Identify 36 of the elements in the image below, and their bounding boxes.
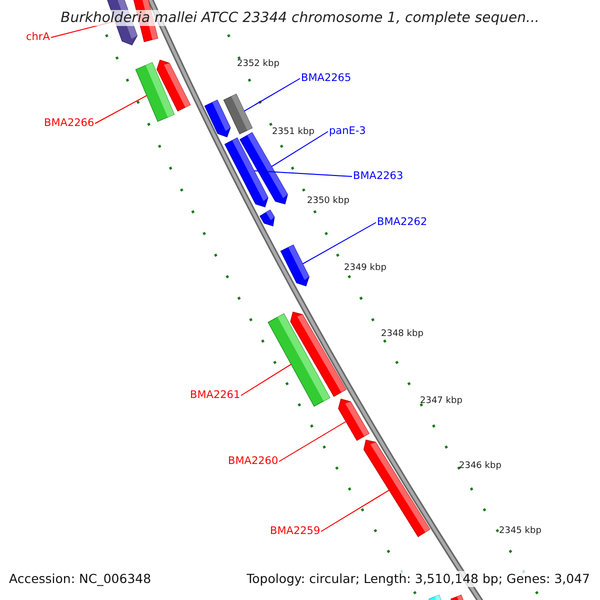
scale-label: 2349 kbp [344, 262, 386, 275]
leader-line [240, 364, 292, 396]
scale-label: 2345 kbp [499, 525, 542, 538]
gene-label: BMA2266 [44, 117, 94, 130]
accession-text: Accession: NC_006348 [9, 571, 152, 587]
leader-line [278, 421, 346, 462]
gene-block [204, 100, 231, 138]
gene-label: BMA2260 [228, 455, 278, 468]
gene-label: BMA2261 [190, 389, 240, 402]
scale-label: 2347 kbp [420, 395, 462, 408]
leader-line [244, 78, 300, 112]
leader-line [94, 95, 148, 124]
gene-block [156, 60, 191, 112]
gene-label: BMA2265 [301, 72, 352, 85]
gene-label: chrA [26, 31, 50, 44]
scale-label: 2351 kbp [272, 126, 314, 139]
leader-line [320, 490, 390, 532]
gene-label: panE-3 [329, 125, 366, 138]
gene-block [280, 244, 310, 286]
gene-label: BMA2263 [353, 170, 404, 183]
scale-label: 2346 kbp [459, 460, 502, 473]
gene-block [224, 137, 268, 208]
leader-line [302, 222, 376, 264]
scale-label: 2350 kbp [307, 195, 350, 208]
gene-block [363, 440, 430, 538]
gene-label: BMA2262 [377, 216, 428, 229]
leader-line [254, 170, 352, 177]
gene-block [290, 312, 347, 397]
summary-text: Topology: circular; Length: 3,510,148 bp; Genes: 3,047 [246, 571, 590, 587]
scale-label: 2348 kbp [381, 328, 424, 341]
gene-block [338, 398, 370, 441]
gene-block [259, 209, 275, 226]
title: Burkholderia mallei ATCC 23344 chromosome 1, complete sequen... [60, 10, 540, 26]
leader-line [271, 131, 328, 168]
scale-label: 2352 kbp [237, 58, 280, 71]
gene-label: BMA2259 [270, 525, 320, 538]
